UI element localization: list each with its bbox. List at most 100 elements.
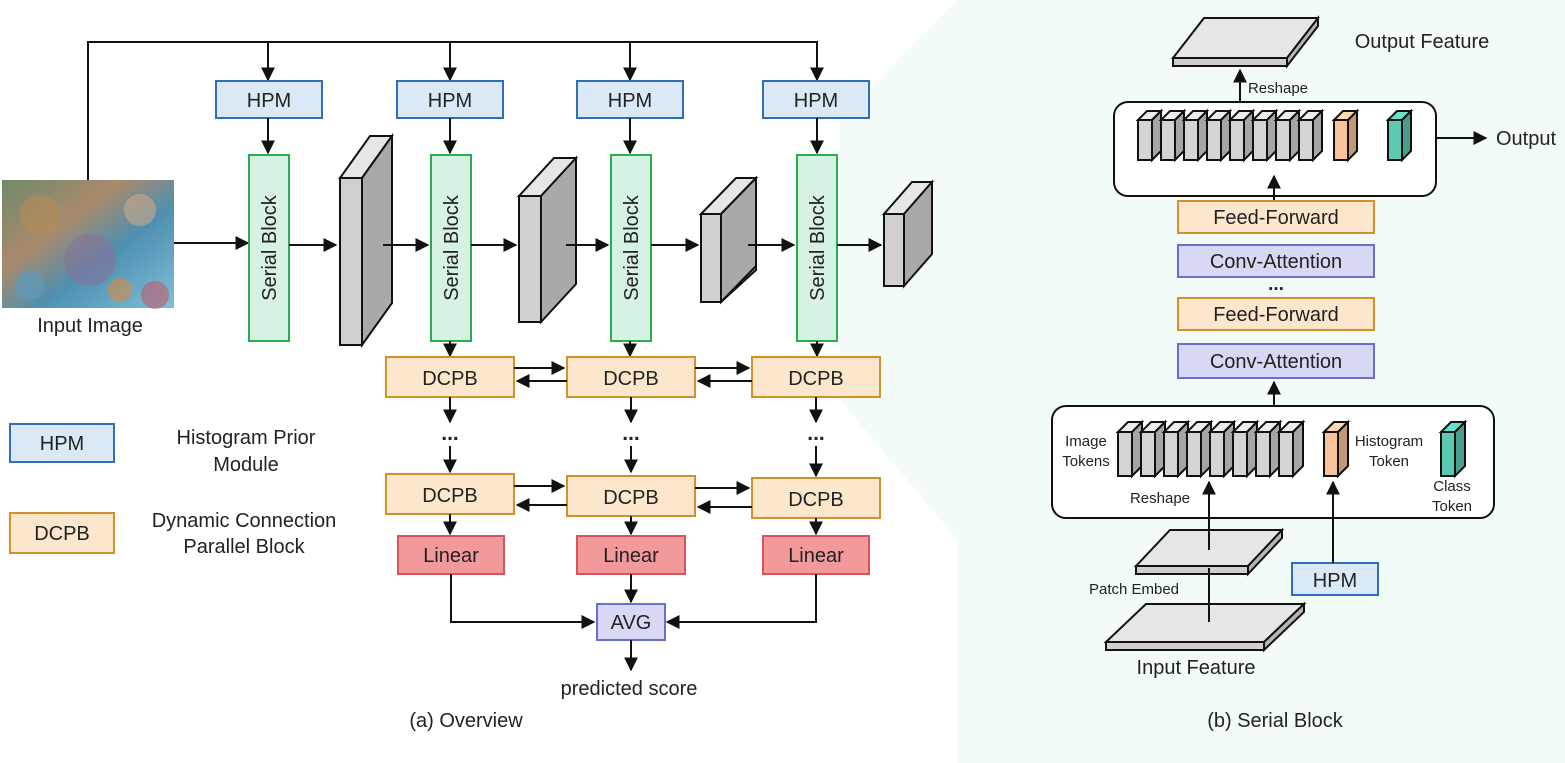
class-token-label-2: Token	[1432, 498, 1472, 515]
input-feature-plate	[1103, 601, 1307, 653]
legend-dcpb-box-label: DCPB	[34, 523, 90, 545]
image-token-cube	[1138, 419, 1168, 479]
hpm-box-2: HPM	[396, 80, 504, 119]
linear-col1-label: Linear	[423, 545, 479, 567]
predicted-score-label: predicted score	[561, 678, 698, 700]
serial-block-1: Serial Block	[248, 154, 290, 342]
overview-diagram: Input Image HPM HPM HPM HPM Serial Block	[2, 41, 935, 732]
feature-map-3	[698, 175, 759, 305]
dcpb-row2-col3-label: DCPB	[788, 489, 844, 511]
dcpb-row2-col1-label: DCPB	[422, 485, 478, 507]
hpm-box-3: HPM	[576, 80, 684, 119]
image-token-cube	[1273, 108, 1302, 163]
serial-block-4-label: Serial Block	[807, 194, 829, 301]
output-feature-label: Output Feature	[1355, 31, 1490, 53]
serial-block-2-label: Serial Block	[441, 194, 463, 301]
image-token-cube	[1135, 108, 1164, 163]
legend-dcpb-desc-1: Dynamic Connection	[152, 510, 337, 532]
histogram-token-label-1: Histogram	[1355, 433, 1423, 450]
dcpb-row2-col3: DCPB	[751, 477, 881, 519]
linear3-to-avg	[665, 574, 817, 629]
feature-map-2	[516, 155, 579, 325]
input-image-label: Input Image	[37, 315, 143, 337]
hpm-box-2-label: HPM	[428, 90, 472, 112]
image-tokens-label-1: Image	[1065, 433, 1107, 450]
legend-hpm-desc-2: Module	[213, 454, 279, 476]
conv-attention-bottom: Conv-Attention	[1177, 343, 1375, 379]
serial-block-3: Serial Block	[610, 154, 652, 342]
feature-map-4	[881, 179, 935, 289]
dots-col1: ...	[441, 422, 459, 445]
feed-forward-top: Feed-Forward	[1177, 200, 1375, 234]
dcpb-row2-col2: DCPB	[566, 475, 696, 517]
dcpb-row1-col1-label: DCPB	[422, 368, 478, 390]
output-feature-plate	[1170, 15, 1321, 69]
dcpb-row1-col1: DCPB	[385, 356, 515, 398]
hpm-bus-line	[87, 41, 818, 180]
dcpb-row2-col2-label: DCPB	[603, 487, 659, 509]
reshape-top-label: Reshape	[1248, 80, 1308, 97]
hpm-box-1: HPM	[215, 80, 323, 119]
input-image	[2, 180, 174, 309]
reshape-bottom-label: Reshape	[1130, 490, 1190, 507]
dcpb-row1-col2: DCPB	[566, 356, 696, 398]
linear-col2: Linear	[576, 535, 686, 575]
input-feature-label: Input Feature	[1137, 657, 1256, 679]
serial-block-dots: ...	[1268, 274, 1284, 295]
feed-forward-bottom: Feed-Forward	[1177, 297, 1375, 331]
dots-col3: ...	[807, 422, 825, 445]
class-token-label-1: Class	[1433, 478, 1471, 495]
image-token-cube	[1296, 108, 1325, 163]
image-token-cube	[1181, 108, 1210, 163]
top-token-group	[1135, 108, 1414, 163]
avg-box: AVG	[596, 603, 666, 641]
feature-map-1	[338, 132, 394, 349]
feed-forward-bottom-label: Feed-Forward	[1213, 304, 1339, 326]
serial-block-4: Serial Block	[796, 154, 838, 342]
legend: HPM Histogram Prior Module DCPB Dynamic …	[9, 423, 337, 558]
image-token-cube	[1230, 419, 1260, 479]
hpm-box-4: HPM	[762, 80, 870, 119]
image-token-cube	[1158, 108, 1187, 163]
serial-block-3-label: Serial Block	[621, 194, 643, 301]
class-token-cube	[1385, 108, 1414, 163]
image-token-cube	[1227, 108, 1256, 163]
conv-attention-top: Conv-Attention	[1177, 244, 1375, 278]
conv-attention-top-label: Conv-Attention	[1210, 251, 1342, 273]
dcpb-row2-col1: DCPB	[385, 473, 515, 515]
linear-col3-label: Linear	[788, 545, 844, 567]
legend-hpm-desc-1: Histogram Prior	[177, 427, 316, 449]
serial-block-diagram: Output Feature Reshape Output Feed-Forwa…	[1051, 15, 1556, 732]
class-token-cube	[1438, 419, 1468, 479]
patch-embed-label: Patch Embed	[1089, 581, 1179, 598]
linear1-to-avg	[450, 574, 596, 629]
linear-col1: Linear	[397, 535, 505, 575]
image-token-cube	[1161, 419, 1191, 479]
overview-caption: (a) Overview	[409, 710, 523, 732]
serial-block-1-label: Serial Block	[259, 194, 281, 301]
histogram-token-cube	[1321, 419, 1351, 479]
dots-col2: ...	[622, 422, 640, 445]
output-label: Output	[1496, 128, 1556, 150]
hpm-box-1-label: HPM	[247, 90, 291, 112]
dcpb-row1-col2-label: DCPB	[603, 368, 659, 390]
avg-label: AVG	[611, 612, 652, 634]
hpm-box-3-label: HPM	[608, 90, 652, 112]
dcpb-row1-col3-label: DCPB	[788, 368, 844, 390]
dcpb-row1-col3: DCPB	[751, 356, 881, 398]
serial-block-2: Serial Block	[430, 154, 472, 342]
hpm-box-4-label: HPM	[794, 90, 838, 112]
image-token-cube	[1276, 419, 1306, 479]
serial-block-caption: (b) Serial Block	[1207, 710, 1344, 732]
serial-hpm-label: HPM	[1313, 570, 1357, 592]
image-token-cube	[1115, 419, 1145, 479]
bottom-token-group	[1115, 419, 1468, 479]
image-token-cube	[1184, 419, 1214, 479]
feed-forward-top-label: Feed-Forward	[1213, 207, 1339, 229]
legend-dcpb-desc-2: Parallel Block	[183, 536, 305, 558]
histogram-token-cube	[1331, 108, 1360, 163]
image-token-cube	[1250, 108, 1279, 163]
linear-col3: Linear	[762, 535, 870, 575]
conv-attention-bottom-label: Conv-Attention	[1210, 351, 1342, 373]
